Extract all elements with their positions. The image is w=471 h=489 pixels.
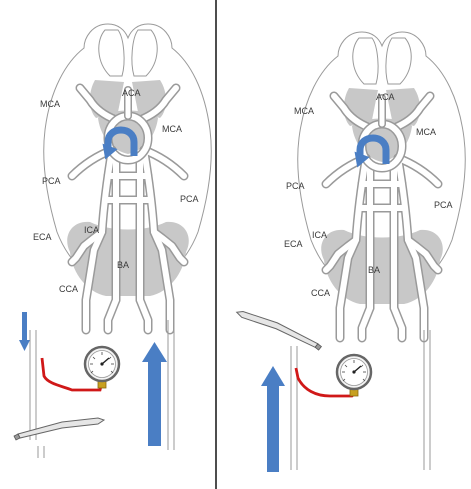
pressure-gauge-icon <box>85 347 119 388</box>
vascular-clamp-icon <box>14 418 104 440</box>
label-mca-left: MCA <box>294 106 314 116</box>
label-mca-right: MCA <box>416 127 436 137</box>
artery-tubes <box>291 330 430 470</box>
label-mca-right: MCA <box>162 124 182 134</box>
label-ica: ICA <box>84 225 99 235</box>
label-pca-right: PCA <box>434 200 453 210</box>
blue-arrow-icon <box>261 366 285 472</box>
label-ica: ICA <box>312 230 327 240</box>
label-pca-left: PCA <box>286 181 305 191</box>
label-cca: CCA <box>59 284 78 294</box>
label-mca-left: MCA <box>40 99 60 109</box>
label-cca: CCA <box>311 288 330 298</box>
vascular-clamp-icon <box>233 310 326 350</box>
label-pca-right: PCA <box>180 194 199 204</box>
label-aca: ACA <box>376 92 395 102</box>
blue-arrow-icon <box>19 312 30 351</box>
label-pca-left: PCA <box>42 176 61 186</box>
pressure-gauge-icon <box>337 355 371 396</box>
label-aca: ACA <box>122 88 141 98</box>
label-eca: ECA <box>33 232 52 242</box>
panel-right: MCA ACA MCA PCA PCA ECA ICA BA CCA <box>233 32 466 472</box>
label-eca: ECA <box>284 239 303 249</box>
label-ba: BA <box>117 260 129 270</box>
blue-arrow-icon <box>142 342 167 446</box>
panel-left: MCA ACA MCA PCA PCA ECA ICA BA CCA <box>14 24 211 458</box>
label-ba: BA <box>368 265 380 275</box>
